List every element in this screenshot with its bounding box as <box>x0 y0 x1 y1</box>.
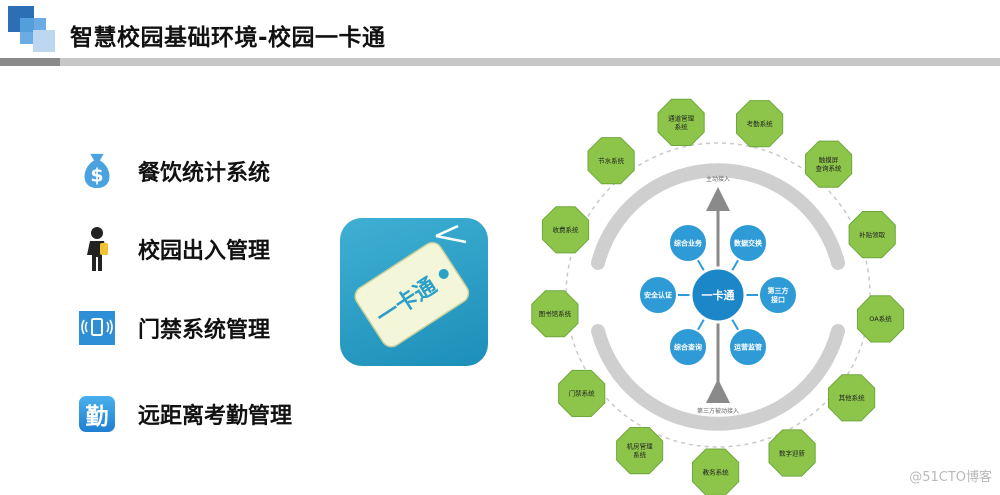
outer-node-label: 教务系统 <box>703 467 730 476</box>
svg-text:$: $ <box>90 164 103 186</box>
outer-node-label: 节水系统 <box>598 156 625 165</box>
top-arrow-label: 主动接入 <box>706 175 730 183</box>
outer-node-label: 补贴领取 <box>859 230 886 239</box>
outer-node-label: OA系统 <box>869 314 892 323</box>
header-logo <box>0 0 60 58</box>
outer-node-label: 数字迎新 <box>779 448 806 457</box>
page-title: 智慧校园基础环境-校园一卡通 <box>70 18 386 52</box>
inner-node-label: 综合查询 <box>674 342 702 351</box>
header-rule-accent <box>0 58 60 66</box>
watermark: @51CTO博客 <box>909 466 992 485</box>
outer-node-label: 图书馆系统 <box>539 309 572 318</box>
feature-item-dining: $ 餐饮统计系统 <box>78 152 270 190</box>
feature-item-campus-access: 校园出入管理 <box>78 230 270 268</box>
outer-node-label: 考勤系统 <box>747 119 774 128</box>
feature-label: 门禁系统管理 <box>138 312 270 344</box>
inner-node-label: 数据交换 <box>734 238 763 247</box>
feature-item-attendance: 勤 远距离考勤管理 <box>78 395 292 433</box>
card-system-diagram: 主动接入 第三方被动接入 综合业务数据交换第三方接口运营监管综合查询安全认证一卡… <box>528 95 908 495</box>
feature-item-access-control: 门禁系统管理 <box>78 309 270 347</box>
header-rule <box>60 58 1000 66</box>
bottom-arrow-label: 第三方被动接入 <box>697 407 739 415</box>
inner-node-label: 综合业务 <box>674 238 703 247</box>
center-node-label: 一卡通 <box>702 288 735 302</box>
outer-node-label: 门禁系统 <box>569 389 596 398</box>
feature-label: 远距离考勤管理 <box>138 398 292 430</box>
campus-card-image: 一卡通 <box>340 218 488 366</box>
inner-node-label: 运营监管 <box>734 342 762 351</box>
student-icon <box>78 230 116 268</box>
access-card-icon <box>78 309 116 347</box>
outer-node-label: 收费系统 <box>553 225 580 234</box>
feature-label: 餐饮统计系统 <box>138 155 270 187</box>
outer-node-label: 其他系统 <box>839 393 866 402</box>
money-bag-icon: $ <box>78 152 116 190</box>
inner-node-label: 安全认证 <box>644 290 672 299</box>
feature-label: 校园出入管理 <box>138 233 270 265</box>
outer-node-label: 触摸屏查询系统 <box>816 155 843 173</box>
attendance-icon: 勤 <box>78 395 116 433</box>
